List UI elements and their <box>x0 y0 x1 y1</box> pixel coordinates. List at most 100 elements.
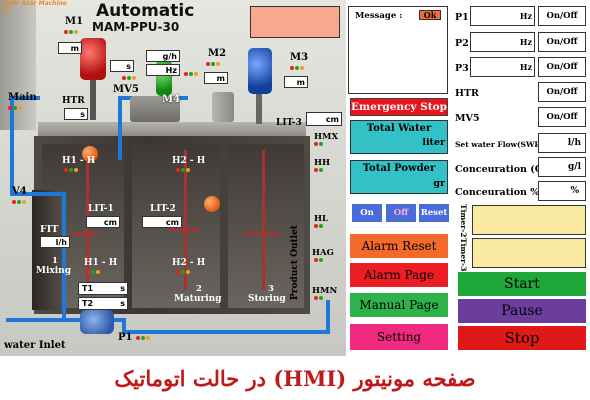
fit-value: l/h <box>40 236 70 248</box>
hmn-status-leds <box>314 296 323 300</box>
p2-freq-input[interactable]: Hz <box>470 32 535 52</box>
h2h-top-status-leds <box>176 168 190 172</box>
maturing-number: 2 <box>196 284 202 294</box>
lit3-label: LIT-3 <box>276 118 302 128</box>
figure-caption: صفحه مونیتور (HMI) در حالت اتوماتیک <box>114 365 476 391</box>
p1-onoff-button[interactable]: On/Off <box>538 6 586 26</box>
reset-button[interactable]: Reset <box>419 204 449 222</box>
mixing-number: 1 <box>52 256 58 266</box>
message-box: Message : Ok <box>348 6 448 94</box>
htr-onoff-button[interactable]: On/Off <box>538 82 586 102</box>
total-water-label: Total Water <box>366 123 432 134</box>
maturing-rod <box>184 150 187 290</box>
p1-freq-input[interactable]: Hz <box>470 6 535 26</box>
mv5-onoff-button[interactable]: On/Off <box>538 107 586 127</box>
m3-status-leds <box>290 66 304 70</box>
lit3-value: cm <box>306 112 342 126</box>
hag-label: HAG <box>312 248 334 258</box>
p2-param-label: P2 <box>455 38 469 49</box>
product-outlet-label: Product Outlet <box>290 225 300 300</box>
on-button[interactable]: On <box>352 204 382 222</box>
start-button[interactable]: Start <box>458 272 586 296</box>
motor-m1[interactable] <box>80 38 106 80</box>
lit1-label: LIT-1 <box>88 204 114 214</box>
m1-status-leds <box>64 30 78 34</box>
timer2-display <box>472 205 586 235</box>
page-title: Automatic <box>96 1 195 21</box>
h1h-top-label: H1 - H <box>62 156 96 166</box>
machine-model: MAM-PPU-30 <box>92 20 180 34</box>
motor-m3[interactable] <box>248 48 272 94</box>
htr-label: HTR <box>62 96 85 106</box>
h1h-bottom-status-leds <box>86 270 100 274</box>
timer2-label-wrap: Timer-2 <box>456 204 470 237</box>
h2h-bottom-status-leds <box>176 270 190 274</box>
m1-label: M1 <box>65 16 84 27</box>
water-pipe <box>10 192 66 196</box>
h1h-top-status-leds <box>64 168 78 172</box>
maturing-blade <box>170 228 200 231</box>
v4-label: V4 <box>12 186 27 197</box>
p1-label: P1 <box>118 332 133 343</box>
h2h-top-label: H2 - H <box>172 156 206 166</box>
total-powder-box: Total Powder gr <box>350 160 448 194</box>
motor-m2[interactable] <box>212 92 234 122</box>
setting-button[interactable]: Setting <box>350 324 448 350</box>
storing-label: Storing <box>248 294 286 304</box>
p3-freq-input[interactable]: Hz <box>470 57 535 77</box>
hmx-status-leds <box>314 142 323 146</box>
m3-value: m <box>284 76 308 88</box>
storing-blade <box>244 232 278 235</box>
lit2-label: LIT-2 <box>150 204 176 214</box>
water-pipe <box>62 192 66 322</box>
m2-value: m <box>204 72 228 84</box>
mv5-label: MV5 <box>113 84 139 95</box>
company-logo: Mehr Azar Machine Co. <box>2 0 67 14</box>
water-pipe <box>122 318 126 334</box>
hag-status-leds <box>314 258 323 262</box>
emergency-stop-button[interactable]: Emergency Stop <box>350 98 448 116</box>
hl-label: HL <box>314 214 329 224</box>
p2-onoff-button[interactable]: On/Off <box>538 32 586 52</box>
p3-onoff-button[interactable]: On/Off <box>538 57 586 77</box>
status-display <box>250 6 340 38</box>
timer3-display <box>472 238 586 268</box>
m4-rate-value: g/h <box>146 50 180 62</box>
conc-percent-label: Conceuration % <box>455 187 540 198</box>
control-cabinet <box>0 0 36 130</box>
hh-status-leds <box>314 168 323 172</box>
manual-page-button[interactable]: Manual Page <box>350 293 448 317</box>
water-pipe <box>326 300 330 334</box>
off-button[interactable]: Off <box>386 204 416 222</box>
maturing-label: Maturing <box>174 294 222 304</box>
m1-value: m <box>58 42 82 54</box>
storing-number: 3 <box>268 284 274 294</box>
p1-status-leds <box>136 336 150 340</box>
h2h-bottom-label: H2 - H <box>172 258 206 268</box>
total-powder-label: Total Powder <box>362 163 436 174</box>
htr-value: s <box>64 108 88 120</box>
storing-compartment <box>228 144 304 308</box>
swf-input[interactable]: l/h <box>538 133 586 153</box>
stop-button[interactable]: Stop <box>458 326 586 350</box>
water-pipe <box>10 96 40 100</box>
hmn-label: HMN <box>312 286 338 296</box>
total-water-box: Total Water liter <box>350 120 448 154</box>
conc-c-input[interactable]: g/l <box>538 157 586 177</box>
total-water-value: liter <box>355 137 445 152</box>
lit2-value: cm <box>142 216 182 228</box>
h1h-bottom-label: H1 - H <box>84 258 118 268</box>
inlet-column <box>32 190 62 310</box>
total-powder-value: gr <box>433 178 445 189</box>
alarm-page-button[interactable]: Alarm Page <box>350 263 448 287</box>
pause-button[interactable]: Pause <box>458 299 586 323</box>
m3-label: M3 <box>290 52 309 63</box>
main-label: Main <box>8 92 37 103</box>
water-inlet-label: water Inlet <box>4 340 66 351</box>
conc-percent-input[interactable]: % <box>538 181 586 201</box>
pump-p1[interactable] <box>80 310 114 334</box>
ok-button[interactable]: Ok <box>419 10 441 20</box>
main-status-leds <box>8 106 22 110</box>
alarm-reset-button[interactable]: Alarm Reset <box>350 234 448 258</box>
